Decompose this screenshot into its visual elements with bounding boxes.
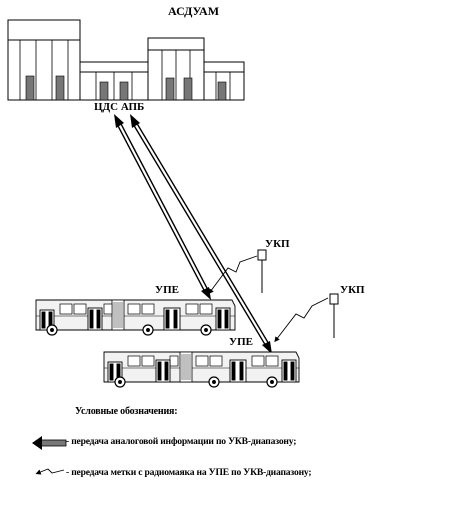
thick-arrow-icon [32, 436, 67, 450]
legend-item-analog: - передача аналоговой информации по УКВ-… [66, 436, 297, 447]
lightning-signal-2 [274, 297, 329, 343]
building [7, 19, 245, 101]
diagram-title: АСДУАМ [168, 4, 220, 18]
lightning-signal-1 [208, 255, 258, 295]
lightning-arrow-icon [35, 468, 65, 475]
upe-label-1: УПЕ [155, 284, 179, 296]
ukp-label-2: УКП [340, 284, 365, 296]
beacon-2 [329, 293, 339, 338]
bus-2 [103, 351, 300, 388]
ukp-label-1: УКП [265, 238, 290, 250]
center-label: ЦДС АПБ [94, 101, 145, 113]
beacon-1 [257, 249, 267, 293]
legend-item-beacon: - передача метки с радиомаяка на УПЕ по … [66, 467, 312, 478]
double-arrow-to-bus-1 [114, 114, 211, 300]
bus-1 [35, 299, 236, 336]
upe-label-2: УПЕ [229, 336, 253, 348]
double-arrow-to-bus-2 [130, 114, 272, 354]
legend-title: Условные обозначения: [75, 406, 178, 417]
